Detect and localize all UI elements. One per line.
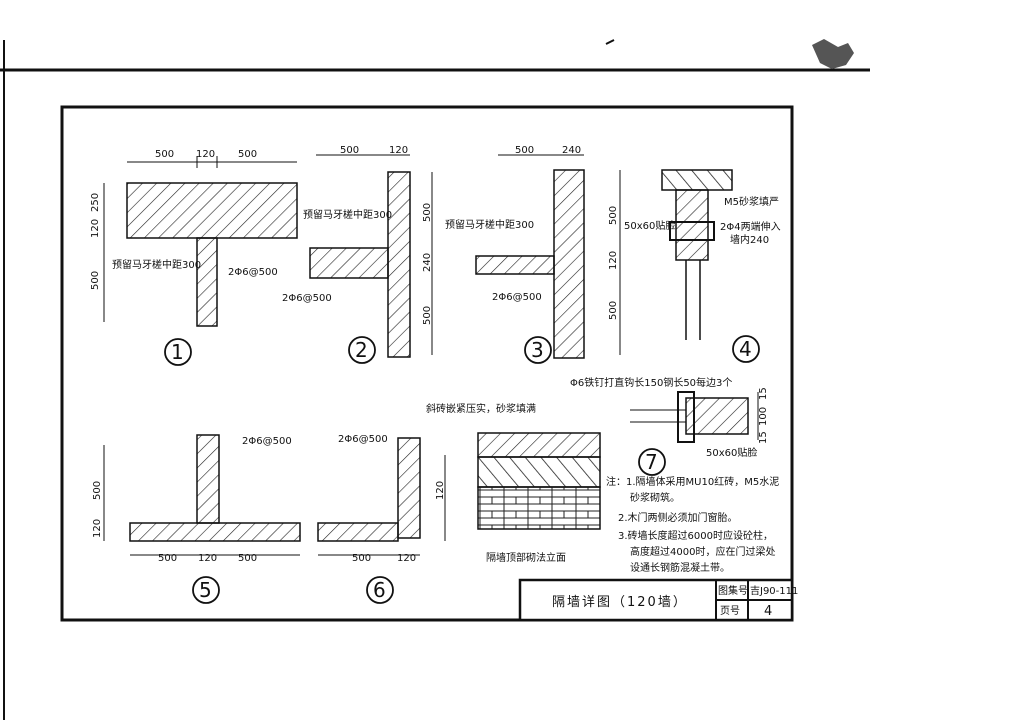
label-7b: 50x60贴脸 bbox=[706, 446, 757, 459]
page-value: 4 bbox=[764, 604, 774, 619]
dim-1d: 250 bbox=[90, 193, 101, 212]
dim-2d: 240 bbox=[422, 253, 433, 272]
note-line-2: 砂浆砌筑。 bbox=[630, 491, 680, 504]
dim-3b: 240 bbox=[562, 145, 581, 156]
label-7a: Φ6铁钉打直钩长150钢长50每边3个 bbox=[570, 376, 732, 389]
detail-3: 500 240 500 120 500 预留马牙槎中距300 2Φ6@500 3 bbox=[445, 145, 621, 364]
dim-2c: 500 bbox=[422, 203, 433, 222]
elevation-label: 斜砖嵌紧压实，砂浆填满 bbox=[426, 402, 536, 415]
dim-5b: 120 bbox=[198, 553, 217, 564]
dim-1e: 120 bbox=[90, 219, 101, 238]
note-line-3: 2.木门两侧必须加门窗胎。 bbox=[618, 511, 738, 524]
dim-5c: 500 bbox=[238, 553, 257, 564]
label-2b: 2Φ6@500 bbox=[282, 293, 332, 304]
label-3a: 预留马牙槎中距300 bbox=[445, 218, 534, 231]
dim-1c: 500 bbox=[238, 149, 257, 160]
dim-7c: 15 bbox=[758, 431, 769, 444]
label-5a: 2Φ6@500 bbox=[242, 436, 292, 447]
label-1b: 2Φ6@500 bbox=[228, 267, 278, 278]
dim-6a: 500 bbox=[352, 553, 371, 564]
detail-1: 500 120 500 250 120 500 预留马牙槎中距300 2Φ6@5… bbox=[90, 149, 298, 366]
detail-6: 500 120 120 2Φ6@500 6 bbox=[317, 434, 446, 604]
label-4d: 50x60贴脸 bbox=[624, 219, 675, 232]
notes: 注：1.隔墙体采用MU10红砖，M5水泥 砂浆砌筑。 2.木门两侧必须加门窗胎。… bbox=[606, 475, 779, 574]
dim-2e: 500 bbox=[422, 306, 433, 325]
atlas-value: 吉J90-111 bbox=[750, 585, 798, 597]
dim-3d: 120 bbox=[608, 251, 619, 270]
dim-2b: 120 bbox=[389, 145, 408, 156]
note-line-4: 3.砖墙长度超过6000时应设砼柱， bbox=[618, 529, 773, 542]
elevation-detail: 斜砖嵌紧压实，砂浆填满 隔墙顶部砌法立面 bbox=[426, 402, 601, 564]
dim-7a: 15 bbox=[758, 387, 769, 400]
dim-1a: 500 bbox=[155, 149, 174, 160]
dim-3c: 500 bbox=[608, 206, 619, 225]
note-line-1: 注：1.隔墙体采用MU10红砖，M5水泥 bbox=[606, 475, 779, 488]
dim-6b: 120 bbox=[397, 553, 416, 564]
detail-num-5: 5 bbox=[199, 578, 212, 602]
dim-3e: 500 bbox=[608, 301, 619, 320]
dim-3a: 500 bbox=[515, 145, 534, 156]
detail-num-1: 1 bbox=[171, 340, 184, 364]
detail-2: 500 120 500 240 500 预留马牙槎中距300 2Φ6@500 2 bbox=[282, 145, 433, 364]
detail-5: 500 120 500 500 120 2Φ6@500 5 bbox=[92, 434, 301, 604]
drawing-border bbox=[60, 105, 794, 622]
label-1a: 预留马牙槎中距300 bbox=[112, 258, 201, 271]
dim-5e: 120 bbox=[92, 519, 103, 538]
detail-4: M5砂浆填严 2Φ4两端伸入 墙内240 50x60贴脸 4 bbox=[624, 169, 781, 363]
dim-2a: 500 bbox=[340, 145, 359, 156]
dim-1f: 500 bbox=[90, 271, 101, 290]
elevation-caption: 隔墙顶部砌法立面 bbox=[486, 551, 566, 564]
sheet-title: 隔墙详图（120墙） bbox=[552, 595, 688, 610]
detail-num-7: 7 bbox=[645, 450, 658, 474]
detail-7: 15 100 15 Φ6铁钉打直钩长150钢长50每边3个 50x60贴脸 7 bbox=[570, 376, 769, 476]
page-frame bbox=[0, 39, 870, 720]
note-line-6: 设通长钢筋混凝土带。 bbox=[630, 561, 730, 574]
detail-num-6: 6 bbox=[373, 578, 386, 602]
title-block: 隔墙详图（120墙） 图集号 吉J90-111 页号 4 bbox=[518, 578, 798, 622]
label-3b: 2Φ6@500 bbox=[492, 292, 542, 303]
label-4b: 2Φ4两端伸入 bbox=[720, 220, 781, 233]
dim-5d: 500 bbox=[92, 481, 103, 500]
note-line-5: 高度超过4000时，应在门过梁处 bbox=[630, 545, 775, 558]
dim-1b: 120 bbox=[196, 149, 215, 160]
dim-5a: 500 bbox=[158, 553, 177, 564]
label-2a: 预留马牙槎中距300 bbox=[303, 208, 392, 221]
label-4a: M5砂浆填严 bbox=[724, 195, 779, 208]
label-4c: 墙内240 bbox=[730, 233, 769, 246]
dim-7b: 100 bbox=[758, 407, 769, 426]
detail-num-2: 2 bbox=[355, 338, 368, 362]
label-6a: 2Φ6@500 bbox=[338, 434, 388, 445]
detail-num-4: 4 bbox=[739, 337, 752, 361]
page-label: 页号 bbox=[720, 605, 740, 617]
dim-6c: 120 bbox=[435, 481, 446, 500]
atlas-label: 图集号 bbox=[718, 584, 748, 597]
detail-num-3: 3 bbox=[531, 338, 544, 362]
